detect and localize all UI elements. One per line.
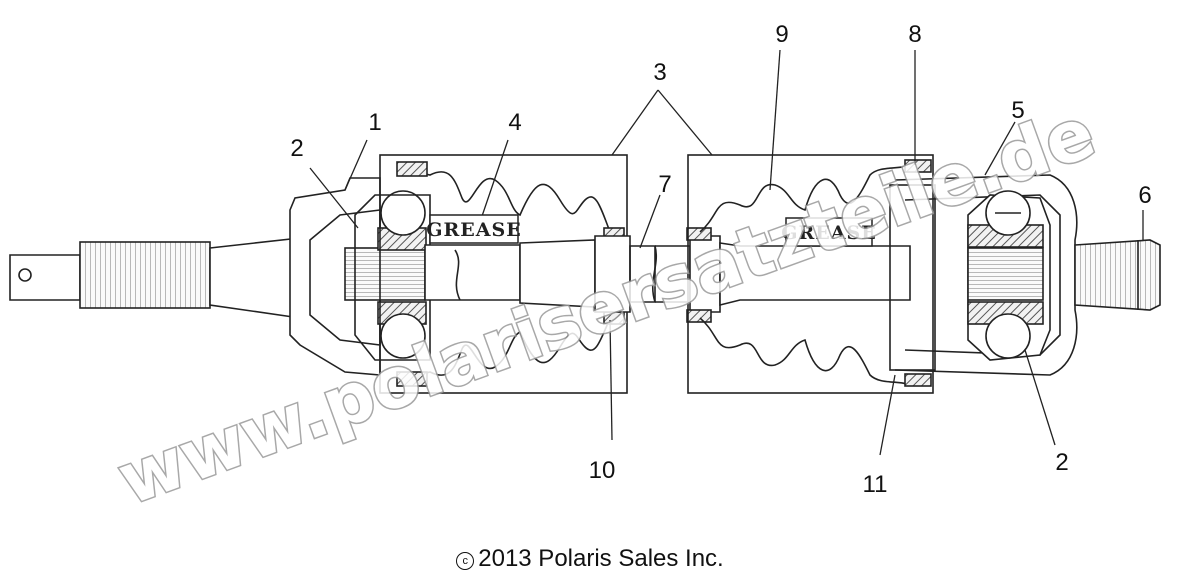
callout-2-left: 2 bbox=[290, 135, 303, 162]
svg-text:GREASE: GREASE bbox=[426, 219, 521, 241]
inner-cv-housing bbox=[894, 174, 1078, 376]
left-boot bbox=[396, 161, 625, 387]
copyright-text: 2013 Polaris Sales Inc. bbox=[478, 545, 724, 572]
leader-lines bbox=[309, 49, 1144, 456]
callout-4: 4 bbox=[508, 109, 521, 136]
left-stub-shaft bbox=[9, 237, 301, 319]
callout-8: 8 bbox=[908, 21, 921, 48]
right-boot bbox=[699, 159, 932, 387]
callout-11: 11 bbox=[863, 471, 888, 498]
callout-3: 3 bbox=[653, 59, 666, 86]
svg-text:GREASE: GREASE bbox=[781, 222, 876, 244]
callout-6: 6 bbox=[1138, 182, 1151, 209]
grease-label-left: GREASE bbox=[426, 214, 521, 244]
main-shaft bbox=[424, 227, 911, 323]
callout-5: 5 bbox=[1011, 97, 1024, 124]
callout-1: 1 bbox=[368, 109, 381, 136]
grease-label-right: GREASE bbox=[781, 217, 876, 247]
right-boot-kit-box bbox=[687, 154, 934, 394]
right-stub-shaft bbox=[1074, 239, 1161, 311]
callout-2-right: 2 bbox=[1055, 449, 1068, 476]
copyright-symbol: c bbox=[456, 552, 475, 570]
callout-9: 9 bbox=[775, 21, 788, 48]
callout-10: 10 bbox=[589, 457, 616, 484]
callout-7: 7 bbox=[658, 171, 671, 198]
